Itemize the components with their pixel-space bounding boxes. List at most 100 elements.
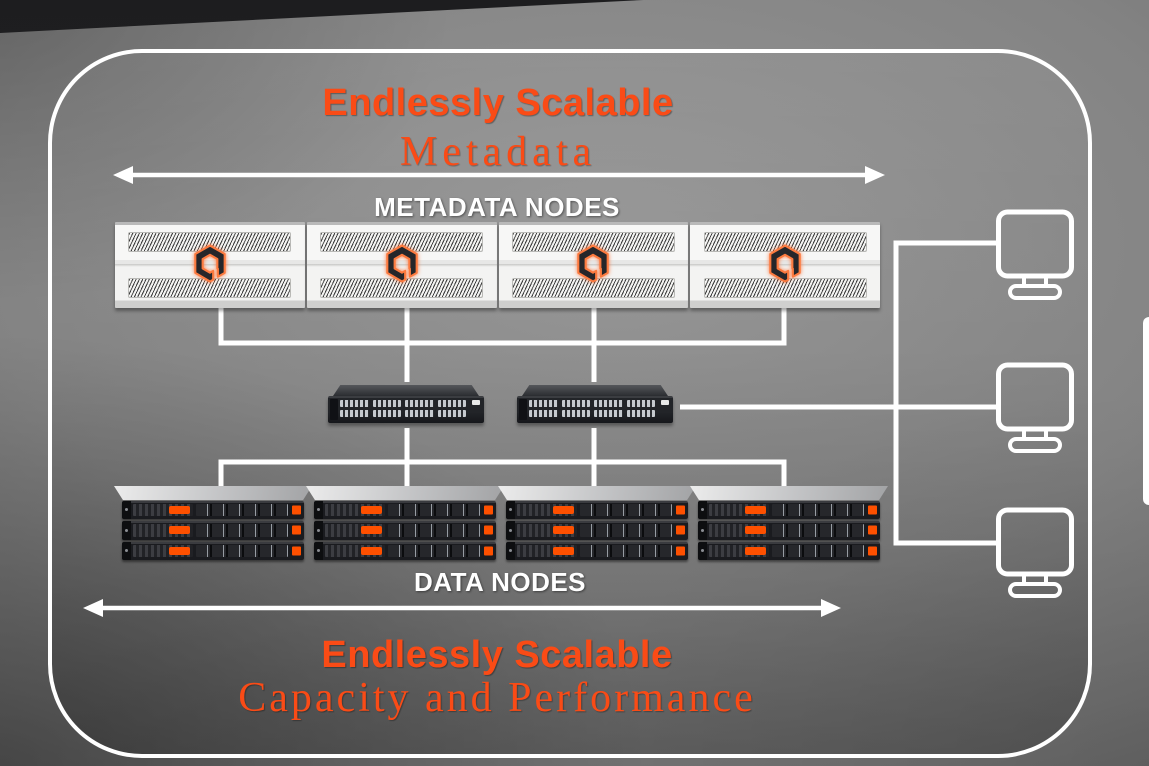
- top-subheading: Metadata: [399, 129, 597, 175]
- switch-left-panel: [330, 399, 338, 420]
- switch-body: [328, 396, 484, 423]
- stack-top-lid: [498, 486, 696, 500]
- data-node-server: [314, 521, 496, 540]
- orange-badge: [745, 546, 767, 555]
- rack-ear: [314, 541, 323, 560]
- data-node-stack: [114, 486, 312, 562]
- port-group: [372, 410, 401, 417]
- data-node-server: [506, 501, 688, 520]
- power-button: [484, 525, 493, 535]
- monitor-icon: [996, 362, 1074, 453]
- switch-top-lid: [522, 385, 668, 396]
- power-button: [292, 546, 301, 556]
- monitor-icon: [996, 209, 1074, 300]
- orange-badge: [361, 526, 383, 535]
- data-nodes-label: DATA NODES: [413, 567, 587, 597]
- rack-ear: [122, 541, 131, 560]
- port-group: [561, 400, 590, 407]
- switch-left-panel: [519, 399, 527, 420]
- bottom-subheading: Capacity and Performance: [238, 675, 756, 721]
- power-button: [292, 505, 301, 515]
- switch-top-lid: [333, 385, 479, 396]
- monitor-icon: [996, 507, 1074, 598]
- metadata-node: [498, 222, 689, 308]
- port-group: [437, 410, 466, 417]
- rack-ear: [506, 501, 515, 520]
- metadata-node: [690, 222, 880, 308]
- orange-badge: [745, 506, 767, 515]
- bottom-heading: Endlessly Scalable: [321, 634, 673, 676]
- rack-ear: [698, 501, 707, 520]
- orange-badge: [361, 506, 383, 515]
- power-button: [868, 505, 877, 515]
- orange-badge: [169, 506, 191, 515]
- pure-storage-logo-icon: [769, 244, 801, 283]
- rack-ear: [698, 521, 707, 540]
- power-button: [676, 505, 685, 515]
- metadata-nodes-row: [115, 222, 880, 308]
- data-node-server: [314, 541, 496, 560]
- rack-ear: [314, 521, 323, 540]
- port-group: [405, 410, 434, 417]
- switch-label: [661, 400, 669, 405]
- data-node-server: [314, 501, 496, 520]
- port-group: [340, 410, 369, 417]
- drive-bays: [772, 524, 864, 537]
- chassis-seam: [115, 264, 305, 267]
- port-group: [594, 400, 623, 407]
- drive-bays: [580, 504, 672, 517]
- port-group: [529, 400, 558, 407]
- orange-badge: [553, 526, 575, 535]
- data-node-stack: [690, 486, 888, 562]
- drive-bays: [196, 504, 288, 517]
- port-group: [626, 410, 655, 417]
- orange-badge: [169, 546, 191, 555]
- port-group: [561, 410, 590, 417]
- chassis-seam: [498, 264, 689, 267]
- drive-bays: [772, 504, 864, 517]
- data-node-server: [506, 541, 688, 560]
- port-group: [594, 410, 623, 417]
- drive-bays: [388, 504, 480, 517]
- orange-badge: [553, 546, 575, 555]
- rack-ear: [122, 501, 131, 520]
- port-group: [626, 400, 655, 407]
- orange-badge: [361, 546, 383, 555]
- drive-bays: [580, 524, 672, 537]
- switch-label: [472, 400, 480, 405]
- client-monitor: [995, 208, 1075, 302]
- rack-ear: [506, 521, 515, 540]
- power-button: [484, 546, 493, 556]
- drive-bays: [580, 544, 672, 557]
- data-node-server: [698, 521, 880, 540]
- pure-storage-logo-icon: [385, 244, 418, 283]
- drive-bays: [388, 524, 480, 537]
- drive-bays: [196, 524, 288, 537]
- rack-ear: [698, 541, 707, 560]
- data-node-stack: [498, 486, 696, 562]
- drive-bays: [196, 544, 288, 557]
- data-node-server: [122, 521, 304, 540]
- pure-storage-logo-icon: [194, 244, 226, 283]
- metadata-node: [115, 222, 305, 308]
- data-node-server: [506, 521, 688, 540]
- right-edge-sliver: [1143, 317, 1149, 505]
- metadata-node: [306, 222, 497, 308]
- rounded-panel-border: [48, 49, 1092, 758]
- network-switch: [328, 385, 484, 427]
- network-switch: [517, 385, 673, 427]
- port-group: [340, 400, 369, 407]
- stack-top-lid: [690, 486, 888, 500]
- orange-badge: [553, 506, 575, 515]
- stack-top-lid: [114, 486, 312, 500]
- rack-ear: [122, 521, 131, 540]
- power-button: [484, 505, 493, 515]
- client-monitor: [995, 361, 1075, 455]
- scalability-arrows: [83, 166, 885, 617]
- data-node-server: [698, 501, 880, 520]
- chassis-seam: [306, 264, 497, 267]
- data-node-server: [122, 501, 304, 520]
- power-button: [868, 546, 877, 556]
